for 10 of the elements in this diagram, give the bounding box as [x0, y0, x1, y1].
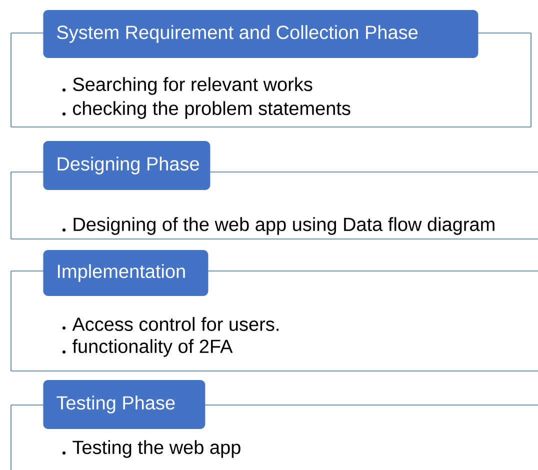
bullet-item: functionality of 2FA [72, 339, 233, 357]
bullet-item: Access control for users. [72, 317, 278, 331]
bullet-item: Searching for relevant works [73, 77, 312, 95]
phase-heading: Designing Phase [43, 141, 210, 190]
phase-heading: System Requirement and Collection Phase [43, 10, 478, 58]
bullet-item: Designing of the web app using Data flow diagram [74, 217, 494, 235]
bullet-item: checking the problem statements [73, 101, 350, 119]
phase-heading: Implementation [43, 250, 208, 296]
phase-heading: Testing Phase [43, 380, 206, 429]
bullet-item: Testing the web app [72, 440, 240, 458]
